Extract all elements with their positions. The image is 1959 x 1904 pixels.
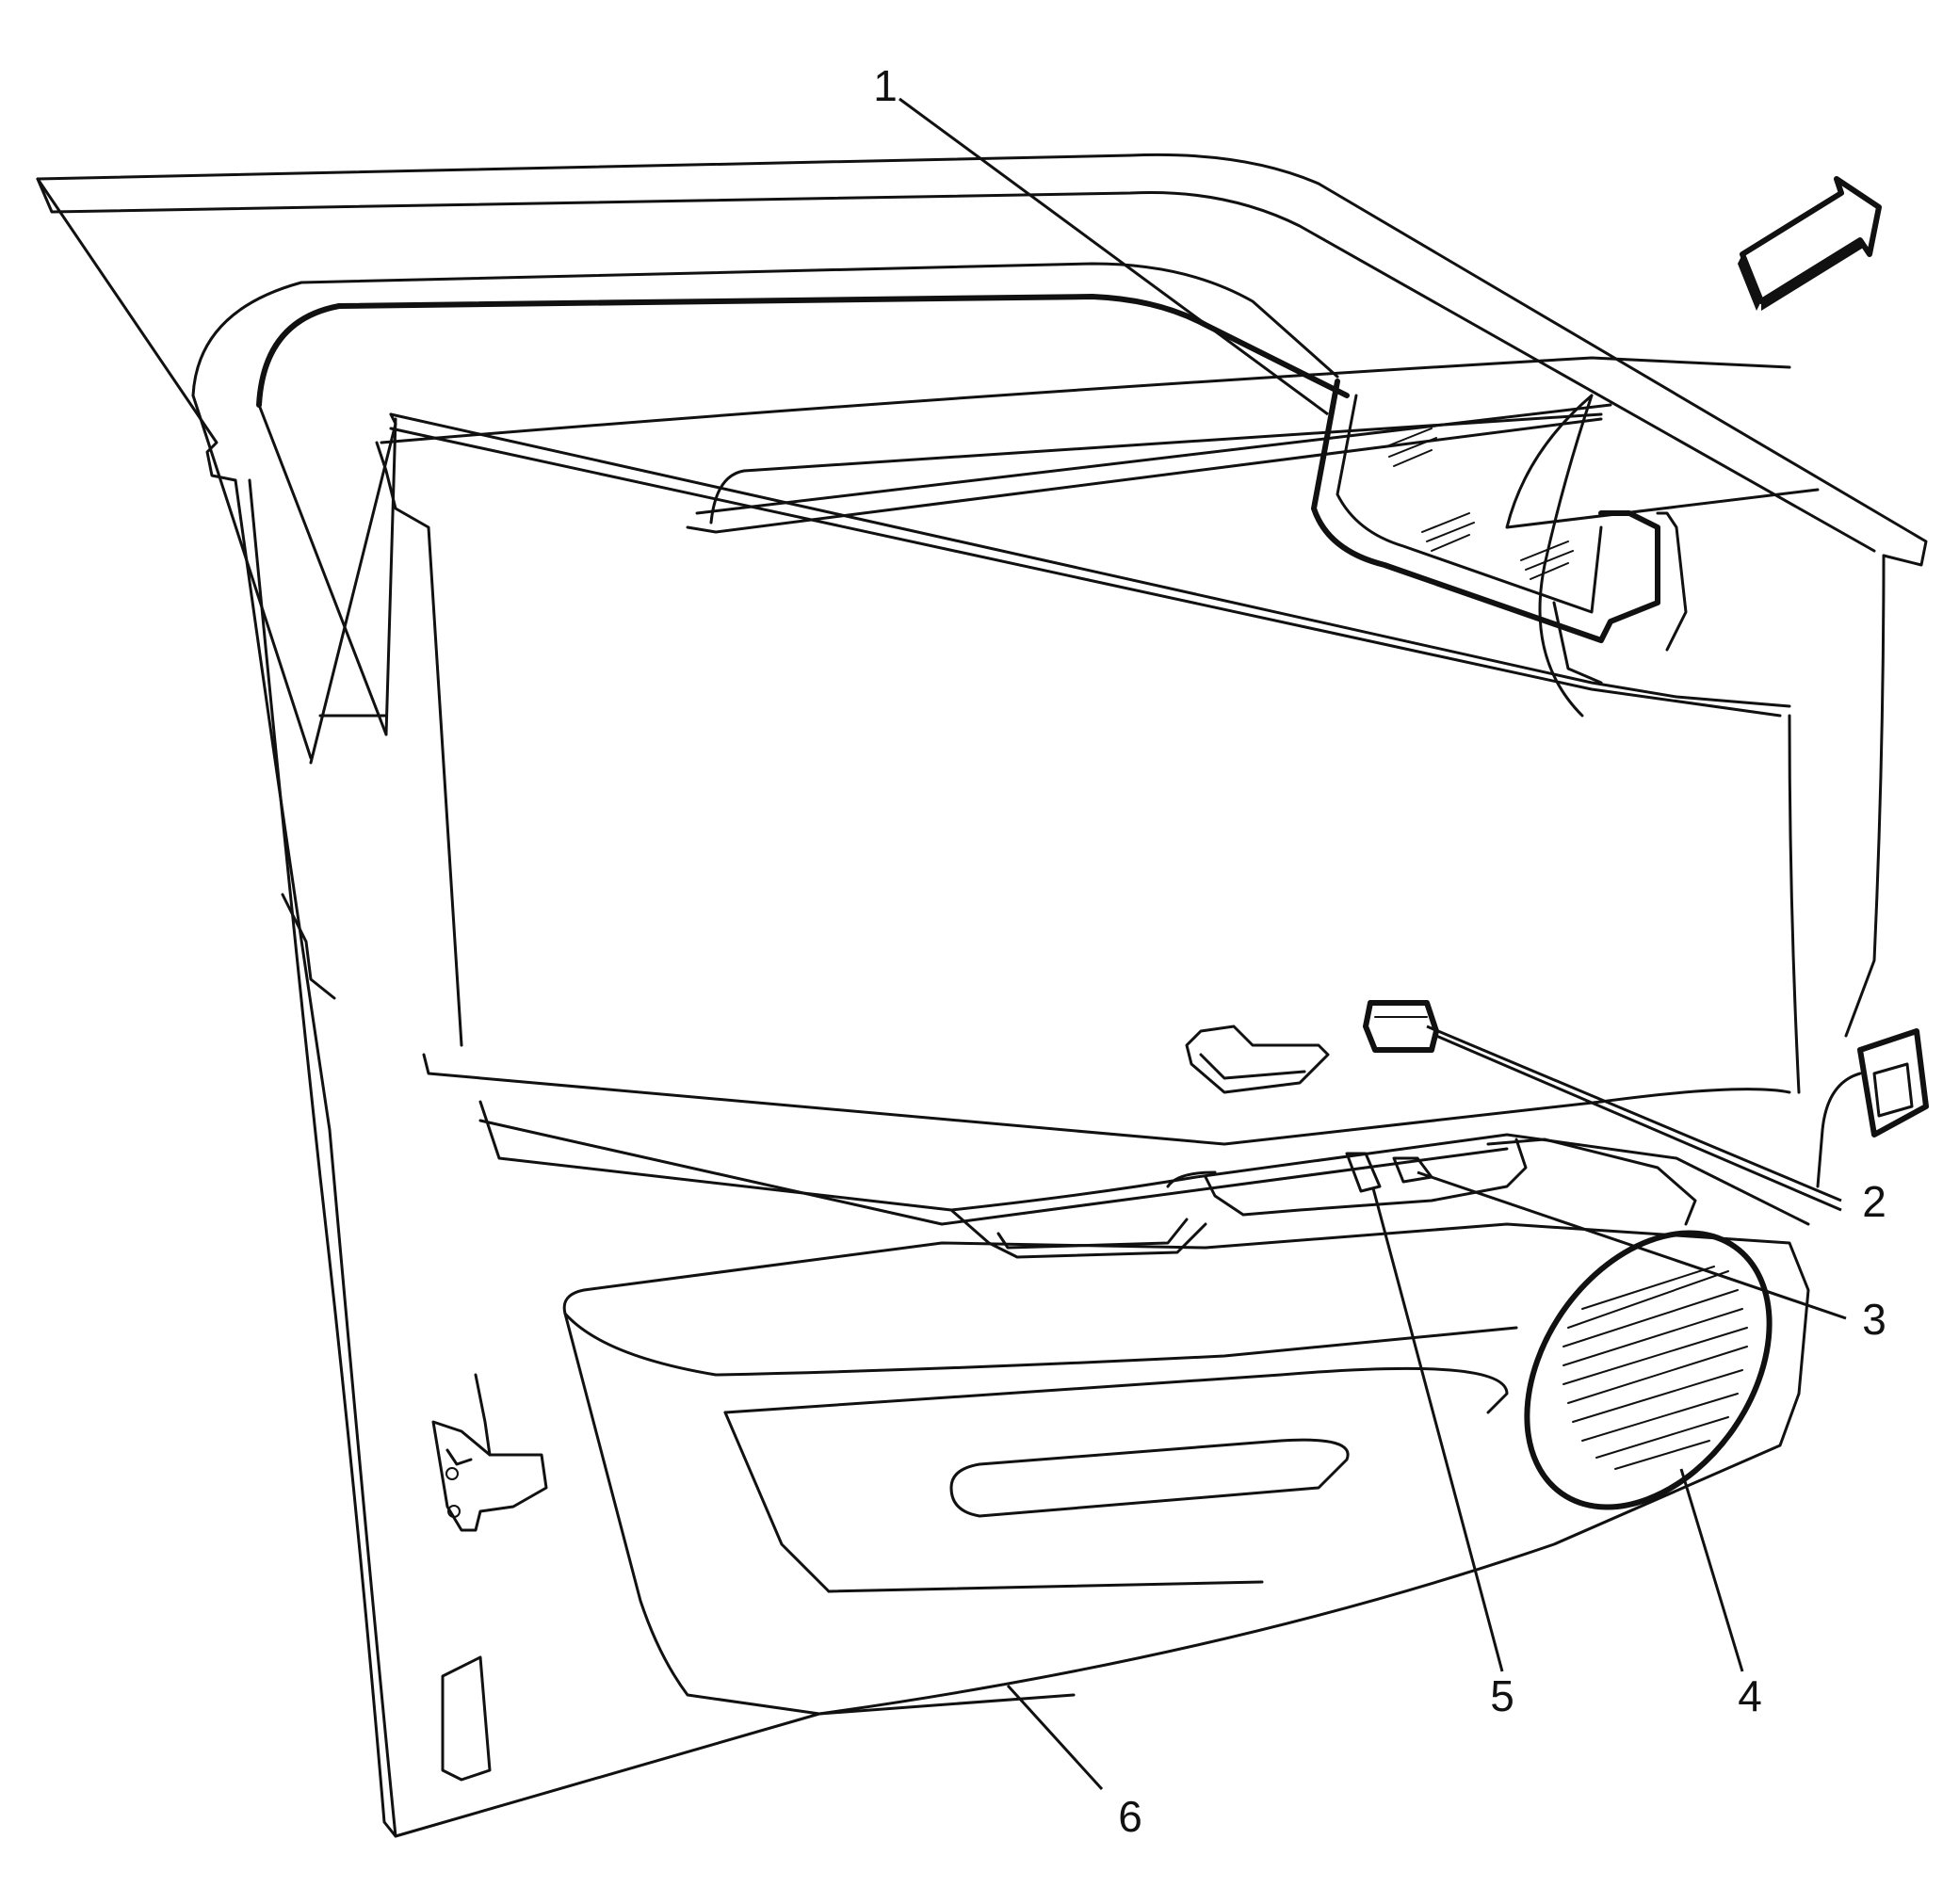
leader-5: [1371, 1187, 1504, 1672]
leader-2b: [1435, 1034, 1842, 1212]
callout-3: 3: [1862, 1295, 1886, 1344]
leader-4: [1679, 1468, 1744, 1672]
callout-5: 5: [1490, 1671, 1514, 1720]
hinge: [431, 1373, 548, 1532]
leader-3: [1417, 1170, 1847, 1320]
callout-6: 6: [1118, 1792, 1142, 1841]
leader-lines: [899, 97, 1847, 1791]
latch: [281, 893, 492, 1782]
lower-panel: [562, 1222, 1810, 1716]
speaker-grille: [1524, 1230, 1773, 1510]
callout-4: 4: [1738, 1671, 1762, 1720]
switch-2: [1363, 1000, 1439, 1053]
pull-handle: [1185, 1025, 1330, 1094]
trim-panel-upper: [375, 394, 1820, 1146]
callout-1: 1: [873, 61, 898, 110]
leader-1: [899, 97, 1329, 416]
wiring-connector: [1816, 1028, 1929, 1188]
belt-molding: [380, 356, 1791, 718]
forward-arrow-icon: [1738, 176, 1882, 311]
leader-2a: [1426, 1025, 1842, 1202]
armrest: [478, 1100, 1810, 1259]
mirror-patch: [1311, 379, 1688, 685]
leader-6: [1006, 1684, 1104, 1791]
switch-5: [1345, 1152, 1382, 1193]
door-shell: [36, 153, 1928, 1838]
callouts: 1 2 3 4 5 6: [873, 61, 1886, 1841]
window-frame: [191, 262, 1350, 765]
callout-2: 2: [1862, 1177, 1886, 1226]
